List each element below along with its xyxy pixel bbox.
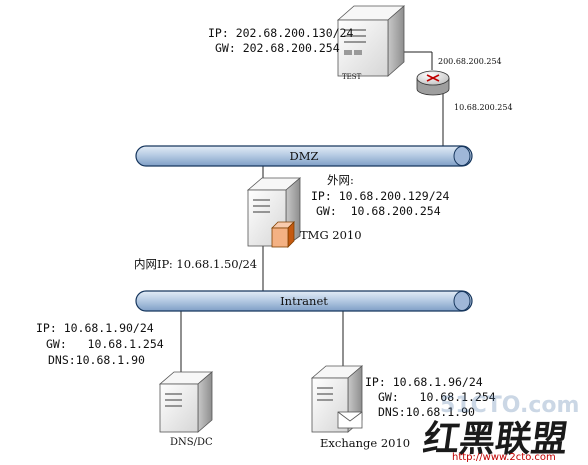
dnsdc-ip-label: IP: 10.68.1.90/24 — [36, 321, 154, 335]
router-lower-ip: 10.68.200.254 — [454, 103, 513, 112]
exchange-ip-label: IP: 10.68.1.96/24 — [365, 375, 483, 389]
tmg-server-name: TMG 2010 — [300, 228, 362, 242]
tmg-internal-ip-label: 内网IP: 10.68.1.50/24 — [134, 257, 258, 271]
test-ip-label: IP: 202.68.200.130/24 — [208, 26, 354, 40]
dnsdc-dns-label: DNS:10.68.1.90 — [48, 353, 145, 367]
exchange-server-name: Exchange 2010 — [320, 436, 411, 450]
dnsdc-gw-label: GW: 10.68.1.254 — [46, 337, 164, 351]
test-server-name: TEST — [342, 73, 362, 81]
exchange-gw-label: GW: 10.68.1.254 — [378, 390, 496, 404]
router-upper-ip: 200.68.200.254 — [438, 57, 502, 66]
test-gw-label: GW: 202.68.200.254 — [215, 41, 340, 55]
test-server-icon — [336, 5, 406, 77]
watermark-ghost-text: 51CTO.com — [440, 393, 580, 418]
tmg-external-heading: 外网: — [327, 173, 354, 187]
mail-envelope-icon — [337, 411, 363, 429]
intranet-label: Intranet — [280, 294, 328, 308]
firewall-shield-icon — [271, 221, 295, 248]
exchange-dns-label: DNS:10.68.1.90 — [378, 405, 475, 419]
connection-lines — [180, 51, 444, 372]
router-icon — [416, 70, 450, 96]
dnsdc-server-icon — [158, 371, 214, 433]
tmg-ip-label: IP: 10.68.200.129/24 — [311, 189, 450, 203]
dnsdc-server-name: DNS/DC — [170, 437, 213, 448]
dmz-bus — [135, 145, 473, 167]
tmg-gw-label: GW: 10.68.200.254 — [316, 204, 441, 218]
intranet-bus — [135, 290, 473, 312]
dmz-label: DMZ — [289, 149, 319, 163]
watermark-url: http://www.2cto.com — [452, 452, 556, 463]
